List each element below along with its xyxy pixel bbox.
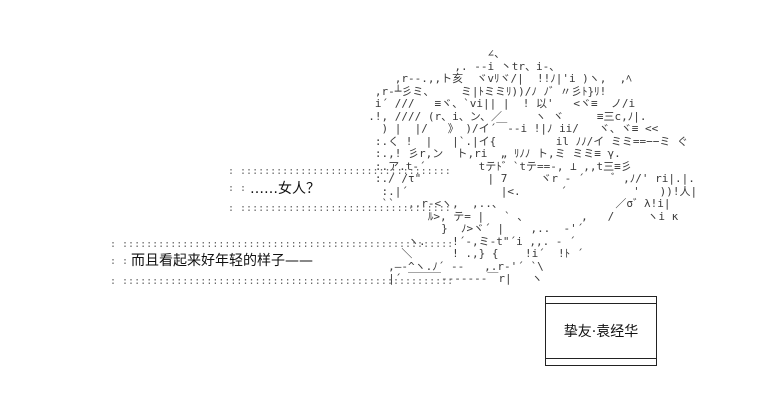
ascii-art-line: :.く ! | |`.|イ{ il ﾉﾉ/イ ミミ==−−ミ ぐ <box>355 134 689 148</box>
dot-row: : : <box>110 256 129 267</box>
ascii-art-line: ,r‐-.,,ト亥 ヾvﾘヾ/| !!ﾉ|'i )ヽ, ,ﾍ <box>355 72 632 85</box>
dot-row: : ::::::::::::::::::::::::::::::::::: <box>228 166 451 177</box>
ascii-art-line: ,r‐┴彡ミ、 ミ|ﾄミミﾘ))/ﾉ ﾉ゛〃彡ﾄ}ﾘ! <box>355 84 607 98</box>
character-name-label: 挚友·袁经华 <box>563 324 639 340</box>
ascii-art-line: ,. -‐i 丶tr、i‐、 <box>355 59 561 73</box>
ascii-art-line: ヽ. !´-,ミ‐t"´i ,,. ‐ ´ <box>355 234 603 248</box>
ascii-art-line: `` ,.r‐<ヽ, ,..、 ／σ゛λ!i| <box>355 197 671 210</box>
ascii-art-line: i´ /// ≡ヾ、`vi|| | ! 以' <ヾ≡ ノ/i <box>355 97 636 110</box>
dot-row: : ::::::::::::::::::::::::::::::::::::::… <box>110 276 454 287</box>
ascii-art-line: ∠、 <box>355 47 506 60</box>
dialogue-line-2: 而且看起来好年轻的样子—— <box>131 253 313 269</box>
dot-row: : ::::::::::::::::::::::::::::::::::: <box>228 203 451 214</box>
ascii-art-line: :./ /τ" | 7 ヾr ‐ ´ ﾞ ,ﾉ/' ri|.|. <box>355 172 695 185</box>
ascii-art-lines: ∠、 ,. -‐i 丶tr、i‐、 ,r‐-.,,ト亥 ヾvﾘヾ/| !!ﾉ|'… <box>355 47 698 286</box>
ascii-art-line: .!, //// (r、i、ン、／ ヽ ヾ ≡三c,ﾉ|. <box>355 109 647 123</box>
ascii-art-line: :.,! 彡r,ン ト,ri „ ﾘﾉﾉ ト,ミ ミミ≡ γ. <box>355 147 621 160</box>
character-name-box: 挚友·袁经华 <box>545 296 657 366</box>
ascii-art-line: :.ア.t‐´ tテﾄ゛`tテ==‐, ⊥ ,,t三≡彡 <box>355 159 632 173</box>
dot-row: : : <box>228 183 247 194</box>
ascii-art-line: ﾙ>, テ= | ` 、 , / ヽi κ <box>355 209 679 223</box>
ascii-art-line: |´ ￣￣￣‐‐‐‐‐‐‐￣r| ヽ <box>355 272 543 285</box>
ascii-art-line: } ﾉ>ヾ´ | ,.. ‐'´ <box>355 222 584 235</box>
dialogue-line-1: ……女人？ <box>250 181 320 197</box>
ascii-art-line: ) | |/ 》 )/イ´￣‐‐i !|ﾉ ii/ ヾ、ヾ≡ << <box>355 122 659 135</box>
ascii-art-line: ,—‐^ヽ.ﾉ´ ‐‐ ,.r‐'´ `\ <box>355 259 544 273</box>
ascii-art-line: :.|´ |<. ´ ' ))!人| <box>355 184 698 198</box>
dot-row: : ::::::::::::::::::::::::::::::::::::::… <box>110 239 454 250</box>
ascii-art-line: ＼ ! .,} { !i´ !ﾄ ´ <box>355 247 584 260</box>
